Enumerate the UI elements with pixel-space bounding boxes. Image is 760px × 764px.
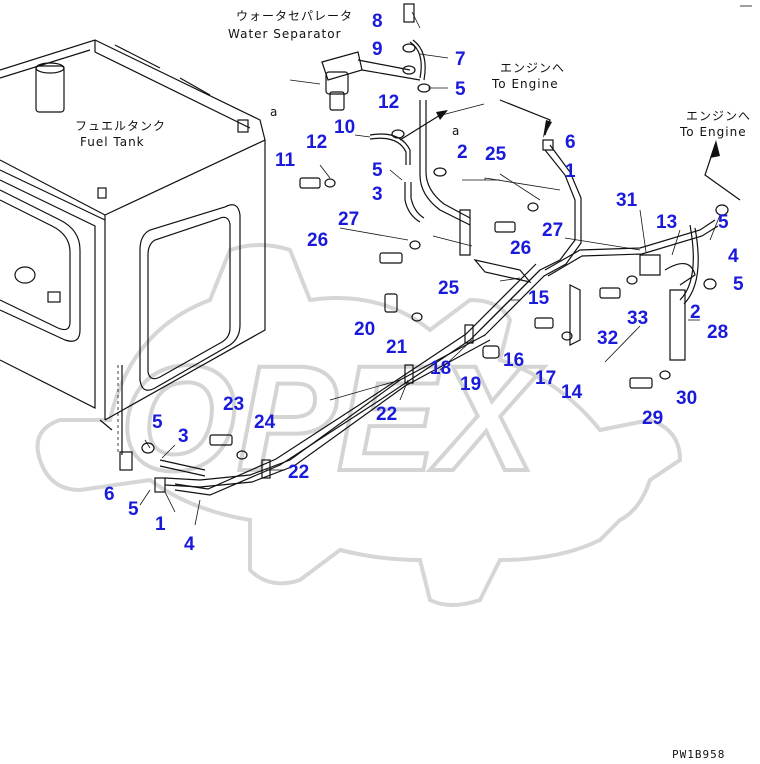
callout: 6 [565,132,576,153]
callout: 5 [128,499,139,520]
callout: 5 [152,412,163,433]
callout: 3 [178,426,189,447]
view-a-marker-2: a [452,124,460,138]
callout: 28 [707,322,728,343]
callout: 2 [457,142,468,163]
callout: 6 [104,484,115,505]
callout: 32 [597,328,618,349]
callout: 1 [565,161,576,182]
to-engine-label-en-2: To Engine [679,125,747,139]
callout: 5 [455,79,466,100]
fuel-tank: フュエルタンク Fuel Tank [0,39,266,421]
callout: 4 [728,246,739,267]
callout: 4 [184,534,195,555]
callout: 12 [306,132,327,153]
brackets-hardware [141,3,729,479]
callout: 16 [503,350,524,371]
callout: 30 [676,388,697,409]
callout: 11 [275,150,296,171]
callout: 17 [535,368,556,389]
to-engine-label-jp-2: エンジンへ [686,109,751,123]
callout: 25 [438,278,460,299]
callout: 5 [718,212,729,233]
callout: 27 [542,220,563,241]
callout: 18 [430,358,451,379]
water-separator-label-jp: ウォータセパレータ [236,9,353,23]
fuel-tank-label-en: Fuel Tank [80,135,145,149]
to-engine-label-en-1: To Engine [491,77,559,91]
view-a-marker-1: a [270,105,278,119]
callout: 2 [690,302,701,323]
callout: 9 [372,39,383,60]
callout: 12 [378,92,399,113]
callout: 22 [376,404,397,425]
callout: 31 [616,190,638,211]
water-separator: ウォータセパレータ Water Separator a [228,9,421,119]
callout: 1 [155,514,166,535]
callout: 21 [386,337,408,358]
callout: 15 [528,288,550,309]
callout: 8 [372,11,383,32]
callout: 3 [372,184,383,205]
callout: 26 [307,230,328,251]
callout: 29 [642,408,663,429]
water-separator-label-en: Water Separator [228,27,342,41]
watermark: OPEX [35,243,683,607]
callout: 14 [561,382,583,403]
callout: 7 [455,49,466,70]
callout: 5 [372,160,383,181]
leader-lines [139,11,721,526]
callout: 5 [733,274,744,295]
figure-code: PW1B958 [672,748,725,761]
callout: 20 [354,319,375,340]
callout: 23 [223,394,244,415]
fuel-tank-label-jp: フュエルタンク [75,119,166,133]
callout: 26 [510,238,531,259]
callout: 33 [627,308,648,329]
callout: 25 [485,144,507,165]
callout-numbers: 8 9 7 5 12 12 10 11 5 3 2 25 6 1 27 26 2… [104,11,744,555]
callout: 27 [338,209,359,230]
callout: 10 [334,117,355,138]
callout: 19 [460,374,481,395]
to-engine-markers: エンジンへ To Engine エンジンへ To Engine a [399,61,751,201]
callout: 22 [288,462,309,483]
callout: 13 [656,212,677,233]
callout: 24 [254,412,276,433]
watermark-text: OPEX [120,334,545,502]
to-engine-label-jp-1: エンジンへ [500,61,565,75]
